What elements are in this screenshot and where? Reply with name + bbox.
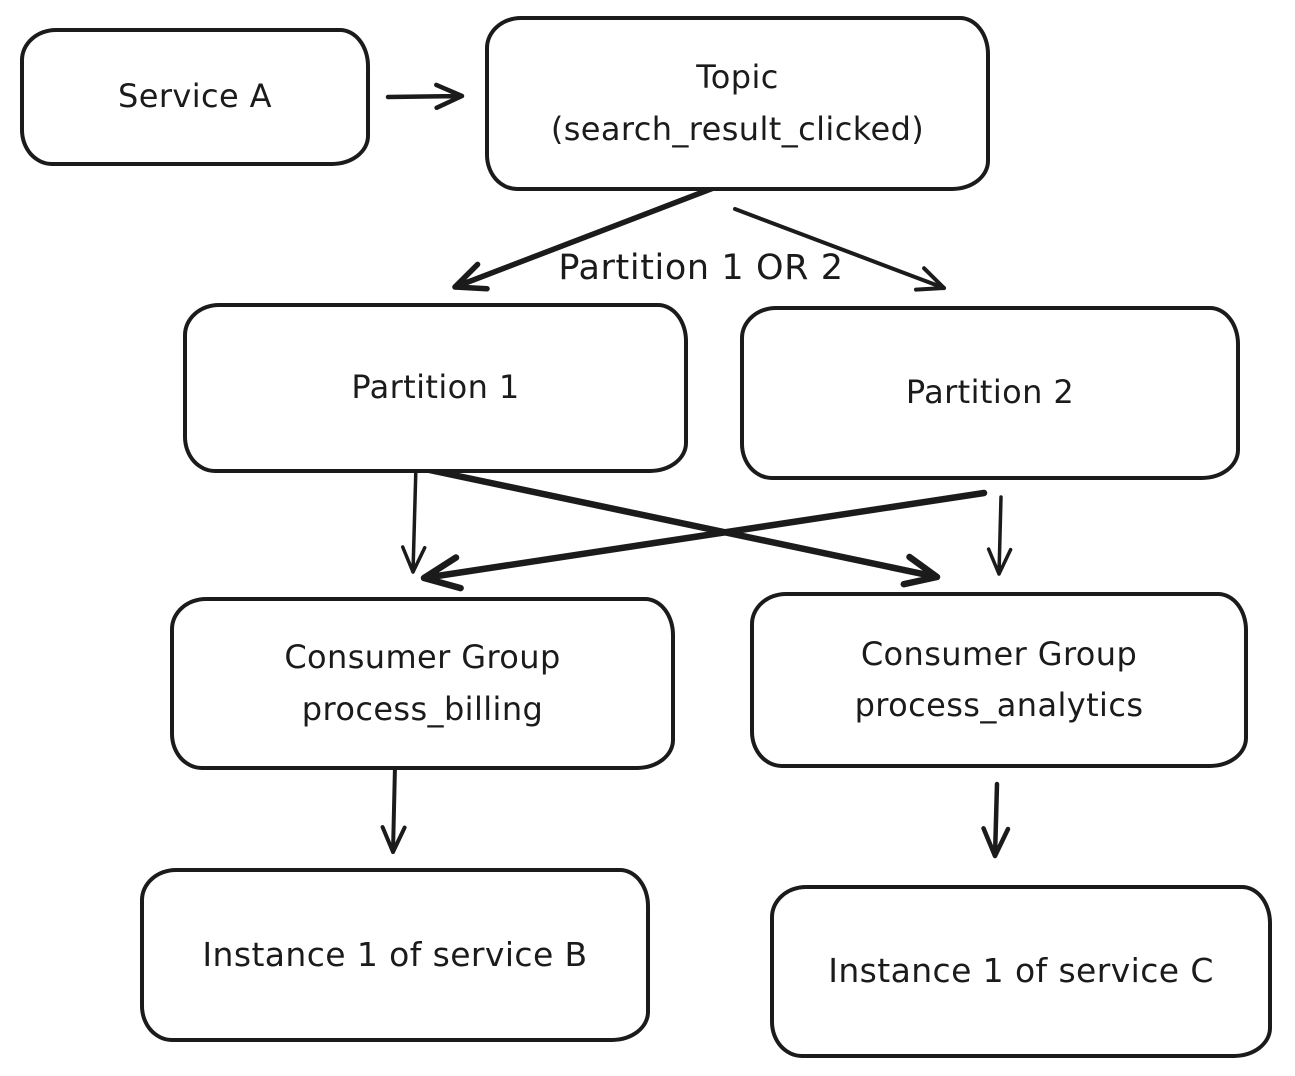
- node-consumer-group-billing-label: Consumer Group process_billing: [284, 638, 561, 728]
- node-service-a: Service A: [20, 28, 370, 166]
- edge-consumer-analytics-to-instance-c: consumerAnalytics → instanceC: [981, 781, 1011, 859]
- edge-topic-to-partition-2: topic → partition2: [733, 207, 946, 292]
- node-consumer-group-analytics: Consumer Group process_analytics: [750, 592, 1248, 768]
- node-instance-c-label: Instance 1 of service C: [828, 951, 1214, 991]
- edge-partition-2-to-consumer-billing: partition2 → consumerBilling: [420, 489, 988, 592]
- node-partition-2-label: Partition 2: [905, 373, 1075, 412]
- node-consumer-group-analytics-label: Consumer Group process_analytics: [854, 634, 1144, 724]
- node-instance-b: Instance 1 of service B: [140, 868, 650, 1042]
- edge-consumer-billing-to-instance-b: consumerBilling → instanceB: [380, 764, 407, 854]
- node-partition-2: Partition 2: [740, 306, 1240, 480]
- node-partition-1: Partition 1: [183, 303, 688, 473]
- node-topic-label: Topic (search_result_clicked): [550, 58, 925, 148]
- node-partition-1-label: Partition 1: [351, 368, 520, 407]
- node-service-a-label: Service A: [118, 77, 272, 116]
- edge-label-partition-1-or-2: Partition 1 OR 2: [558, 248, 844, 288]
- node-topic: Topic (search_result_clicked): [485, 16, 990, 191]
- edge-topic-to-partition-1: topic → partition1: [452, 184, 719, 292]
- edge-partition-1-to-consumer-billing: partition1 → consumerBilling: [400, 463, 427, 574]
- node-consumer-group-billing: Consumer Group process_billing: [170, 597, 675, 770]
- edge-service-a-to-topic: serviceA → topic: [385, 82, 465, 111]
- node-instance-b-label: Instance 1 of service B: [202, 934, 588, 974]
- edge-partition-2-to-consumer-analytics: partition2 → consumerAnalytics: [986, 495, 1013, 576]
- edge-partition-1-to-consumer-analytics: partition1 → consumerAnalytics: [416, 464, 941, 588]
- node-instance-c: Instance 1 of service C: [770, 885, 1272, 1058]
